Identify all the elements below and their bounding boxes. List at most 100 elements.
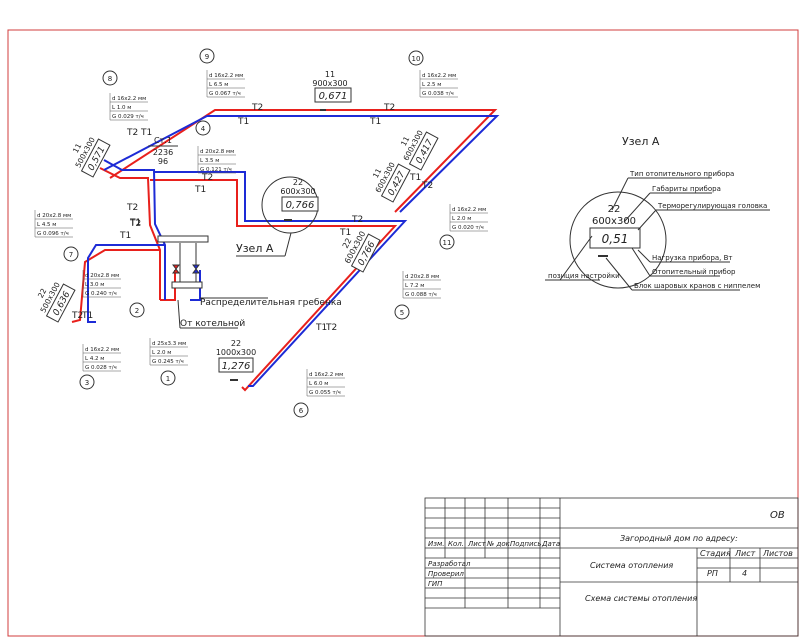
note-d: d 16x2.2 мм <box>452 207 486 213</box>
svg-text:0,766: 0,766 <box>286 200 315 211</box>
pipe-label: T2 <box>383 103 395 113</box>
note-l: L 4.5 м <box>37 222 56 228</box>
pipe-label: T1 <box>339 228 351 238</box>
section-number: 8 <box>108 75 112 83</box>
section-number: 11 <box>443 239 452 247</box>
radiator-left-top: 11 500x300 0,571 <box>71 136 111 178</box>
radiator-top: 11 900x300 0,671 <box>312 70 352 111</box>
pipe-label: T2 <box>126 128 138 138</box>
svg-text:1000x300: 1000x300 <box>216 348 256 357</box>
svg-text:22: 22 <box>341 237 354 250</box>
tb-role-1: Проверил <box>428 570 464 578</box>
svg-text:22: 22 <box>231 339 241 348</box>
svg-text:1,276: 1,276 <box>222 361 251 372</box>
svg-text:600x300: 600x300 <box>592 216 636 227</box>
section-note-1: d 25x3.3 ммL 2.0 мG 0.245 т/ч1 <box>149 338 188 386</box>
tb-col-3: № док. <box>486 540 512 548</box>
section-number: 5 <box>400 309 404 317</box>
note-d: d 16x2.2 мм <box>85 347 119 353</box>
note-g: G 0.067 т/ч <box>209 91 241 97</box>
note-l: L 2.0 м <box>452 216 471 222</box>
section-marker <box>102 70 118 86</box>
node-a-detail: Узел А 22 600x300 0,51 Тип отопительного… <box>545 135 770 291</box>
note-d: d 20x2.8 мм <box>85 273 119 279</box>
manifold-label-line1: Распределительная гребенка <box>200 298 342 308</box>
title-block <box>424 497 799 637</box>
section-number: 10 <box>412 55 421 63</box>
note-g: G 0.121 т/ч <box>200 167 232 173</box>
tb-role-0: Разработал <box>428 560 471 568</box>
pipe-label: T1 <box>409 173 421 183</box>
return-pipes <box>87 115 500 387</box>
tb-project: Загородный дом по адресу: <box>620 534 738 543</box>
tb-col-1: Кол. <box>448 540 464 548</box>
pipe-label: T1 <box>237 117 249 127</box>
section-note-6: d 16x2.2 ммL 6.0 мG 0.055 т/ч6 <box>293 369 345 418</box>
note-d: d 20x2.8 мм <box>200 149 234 155</box>
section-note-7: d 20x2.8 ммL 4.5 мG 0.096 т/ч7 <box>34 210 79 262</box>
note-d: d 20x2.8 мм <box>405 274 439 280</box>
riser-label: Ст.1 2236 96 <box>148 136 178 166</box>
section-number: 9 <box>205 53 209 61</box>
tb-col-0: Изм. <box>428 540 444 548</box>
tb-col-4: Подпись <box>510 540 542 548</box>
section-note-10: d 16x2.2 ммL 2.5 мG 0.038 т/ч10 <box>408 50 458 98</box>
tb-stage: РП <box>707 569 718 578</box>
svg-text:11: 11 <box>399 135 412 148</box>
pipe-label: T2 <box>129 219 141 229</box>
radiator-right-b: 11 600x300 0,417 <box>399 129 439 171</box>
note-g: G 0.028 т/ч <box>85 365 117 371</box>
section-number: 1 <box>166 375 170 383</box>
svg-text:0,671: 0,671 <box>319 91 348 102</box>
pipe-label: T1 <box>129 218 141 228</box>
note-l: L 6.5 м <box>209 82 228 88</box>
tb-system: Система отопления <box>590 561 673 570</box>
pipe-label: T1 <box>369 117 381 127</box>
section-marker <box>79 374 95 390</box>
section-note-3: d 16x2.2 ммL 4.2 мG 0.028 т/ч3 <box>79 344 121 390</box>
note-g: G 0.096 т/ч <box>37 231 69 237</box>
svg-text:96: 96 <box>158 157 168 166</box>
svg-text:позиция настройки: позиция настройки <box>548 272 620 280</box>
section-note-9: d 16x2.2 мм L 6.5 м G 0.067 т/ч 9 <box>199 48 245 98</box>
radiator-right-a: 11 600x300 0,427 <box>371 161 411 203</box>
section-note-5: d 20x2.8 ммL 7.2 мG 0.088 т/ч5 <box>394 271 441 320</box>
section-number: 6 <box>299 407 304 415</box>
svg-text:11: 11 <box>371 167 384 180</box>
pipe-label: T2 <box>351 215 363 225</box>
section-marker <box>408 50 424 66</box>
boiler-label: От котельной <box>180 319 245 329</box>
tb-sheet-h: Лист <box>734 549 756 558</box>
node-detail-title: Узел А <box>622 135 660 148</box>
section-number: 3 <box>85 379 89 387</box>
section-note-2: d 20x2.8 ммL 3.0 мG 0.240 т/ч2 <box>82 270 145 318</box>
note-g: G 0.038 т/ч <box>422 91 454 97</box>
svg-text:22: 22 <box>36 287 49 300</box>
note-g: G 0.029 т/ч <box>112 114 144 120</box>
svg-text:Нагрузка прибора, Вт: Нагрузка прибора, Вт <box>652 254 733 262</box>
note-g: G 0.055 т/ч <box>309 390 341 396</box>
tb-stage-h: Стадия <box>700 549 731 558</box>
note-d: d 25x3.3 мм <box>152 341 186 347</box>
svg-text:11: 11 <box>71 142 84 155</box>
tb-role-2: ГИП <box>428 580 443 588</box>
svg-text:Блок шаровых кранов с ниппелем: Блок шаровых кранов с ниппелем <box>634 282 760 290</box>
pipe-label: T1 <box>194 185 206 195</box>
tb-sheet: 4 <box>742 569 747 578</box>
pipe-label: T2 <box>126 203 138 213</box>
pipe-label: T2 <box>325 323 337 333</box>
svg-text:2236: 2236 <box>153 148 173 157</box>
section-note-4: d 20x2.8 ммL 3.5 мG 0.121 т/ч4 <box>195 120 236 174</box>
sheet-frame <box>7 29 799 637</box>
note-d: d 20x2.8 мм <box>37 213 71 219</box>
section-marker <box>394 304 410 320</box>
note-d: d 16x2.2 мм <box>209 73 243 79</box>
section-number: 2 <box>135 307 139 315</box>
tb-sheets-h: Листов <box>762 549 793 558</box>
svg-text:Отопительный прибор: Отопительный прибор <box>652 268 736 276</box>
pipe-label: T2 <box>71 311 83 321</box>
radiator-bottom: 22 1000x300 1,276 <box>216 339 256 381</box>
pipe-label: T2 <box>251 103 263 113</box>
section-marker <box>195 120 211 136</box>
